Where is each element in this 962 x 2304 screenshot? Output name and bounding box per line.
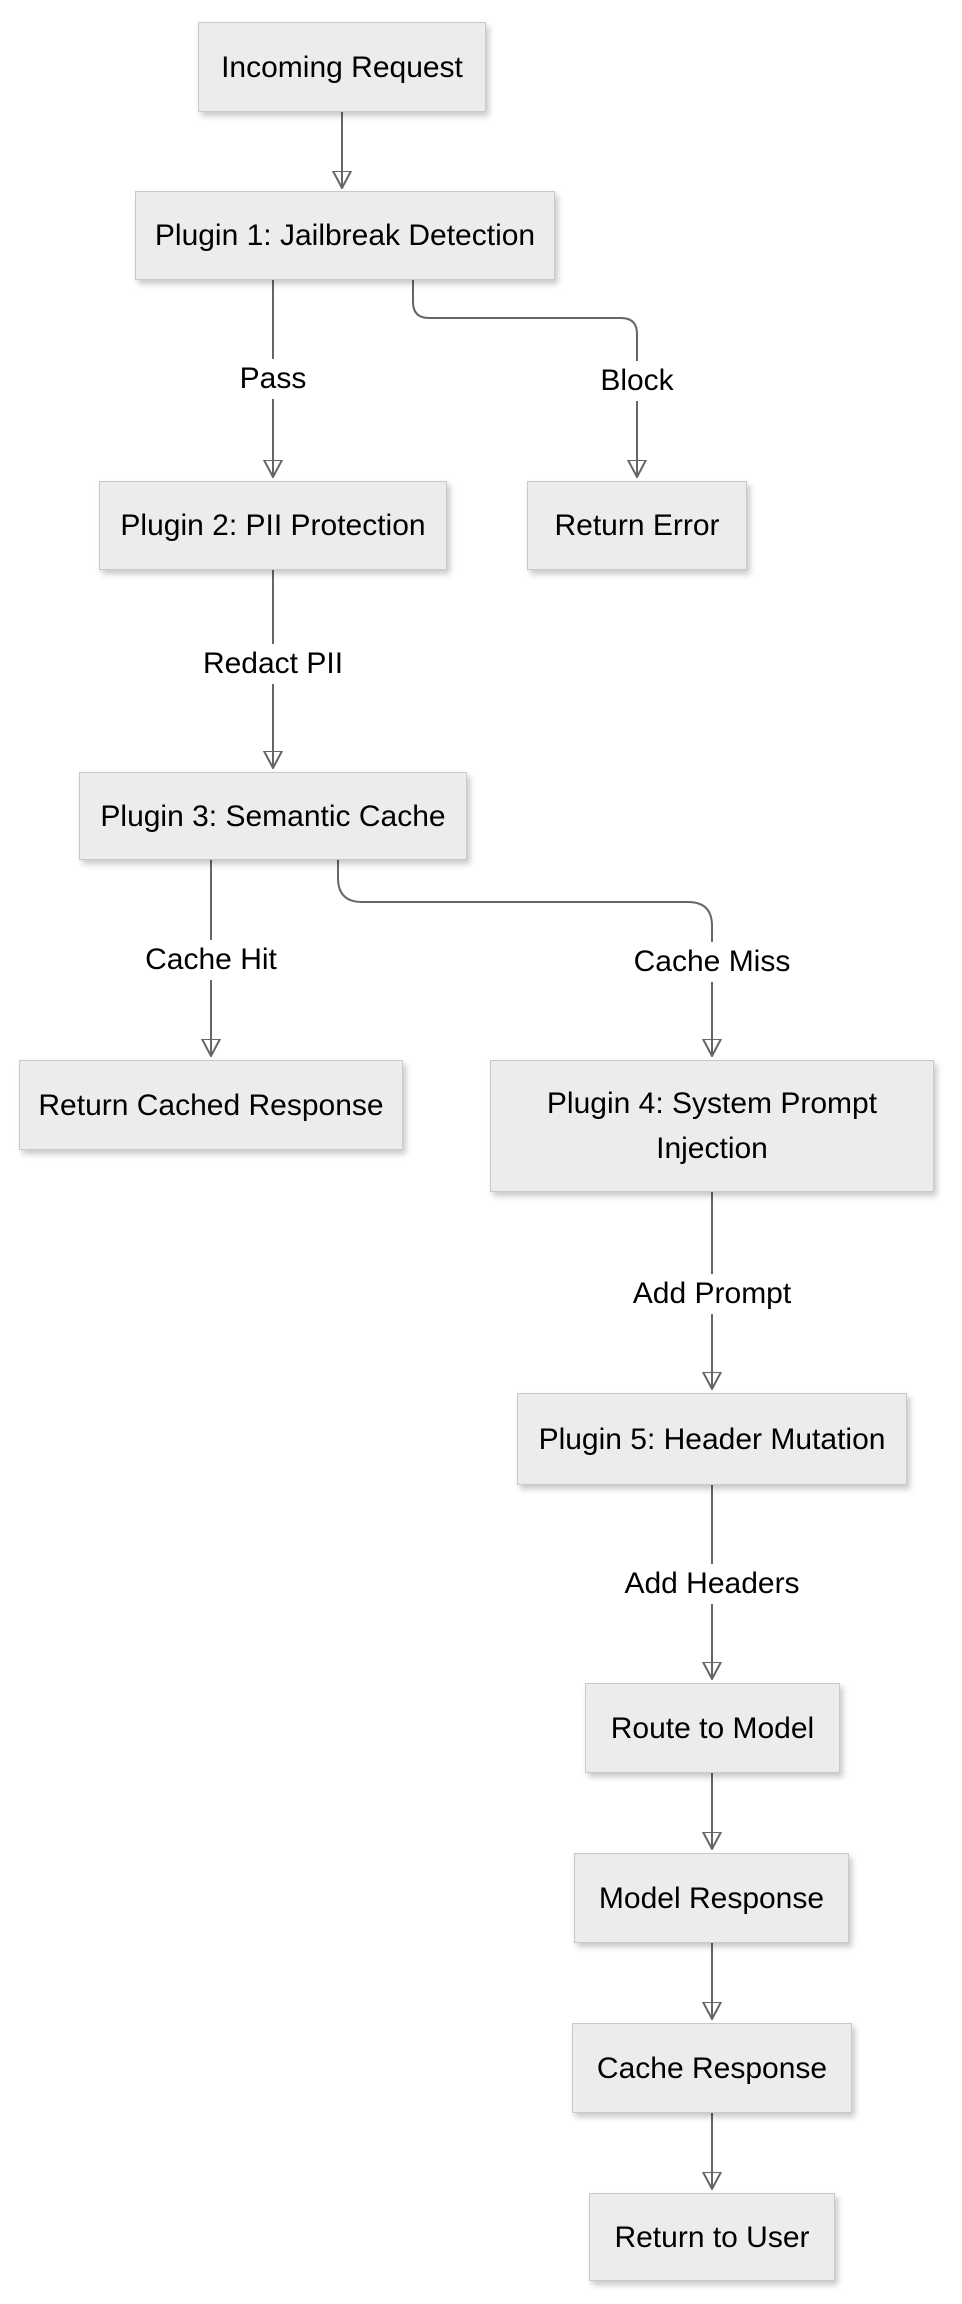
node-plugin5-header-mutation: Plugin 5: Header Mutation [517, 1393, 907, 1485]
edge-label-cache-hit: Cache Hit [135, 940, 287, 980]
node-plugin1-jailbreak-detection: Plugin 1: Jailbreak Detection [135, 191, 555, 280]
edge-label-add-headers: Add Headers [614, 1564, 810, 1604]
edge-label-redact-pii: Redact PII [192, 644, 354, 684]
node-plugin4-system-prompt-injection: Plugin 4: System Prompt Injection [490, 1060, 934, 1192]
edge-plugin3-to-plugin4-miss [337, 860, 712, 1056]
node-return-error: Return Error [527, 481, 747, 570]
node-plugin2-pii-protection: Plugin 2: PII Protection [99, 481, 447, 570]
node-return-to-user: Return to User [589, 2193, 835, 2281]
node-model-response: Model Response [574, 1853, 849, 1943]
edge-label-add-prompt: Add Prompt [622, 1274, 802, 1314]
node-plugin3-semantic-cache: Plugin 3: Semantic Cache [79, 772, 467, 860]
node-return-cached-response: Return Cached Response [19, 1060, 403, 1150]
edge-plugin1-to-return-error-block [412, 280, 637, 477]
node-cache-response: Cache Response [572, 2023, 852, 2113]
edge-label-block: Block [590, 361, 684, 401]
edge-label-pass: Pass [229, 359, 317, 399]
edge-label-cache-miss: Cache Miss [623, 942, 801, 982]
node-incoming-request: Incoming Request [198, 22, 486, 112]
node-route-to-model: Route to Model [585, 1683, 840, 1773]
